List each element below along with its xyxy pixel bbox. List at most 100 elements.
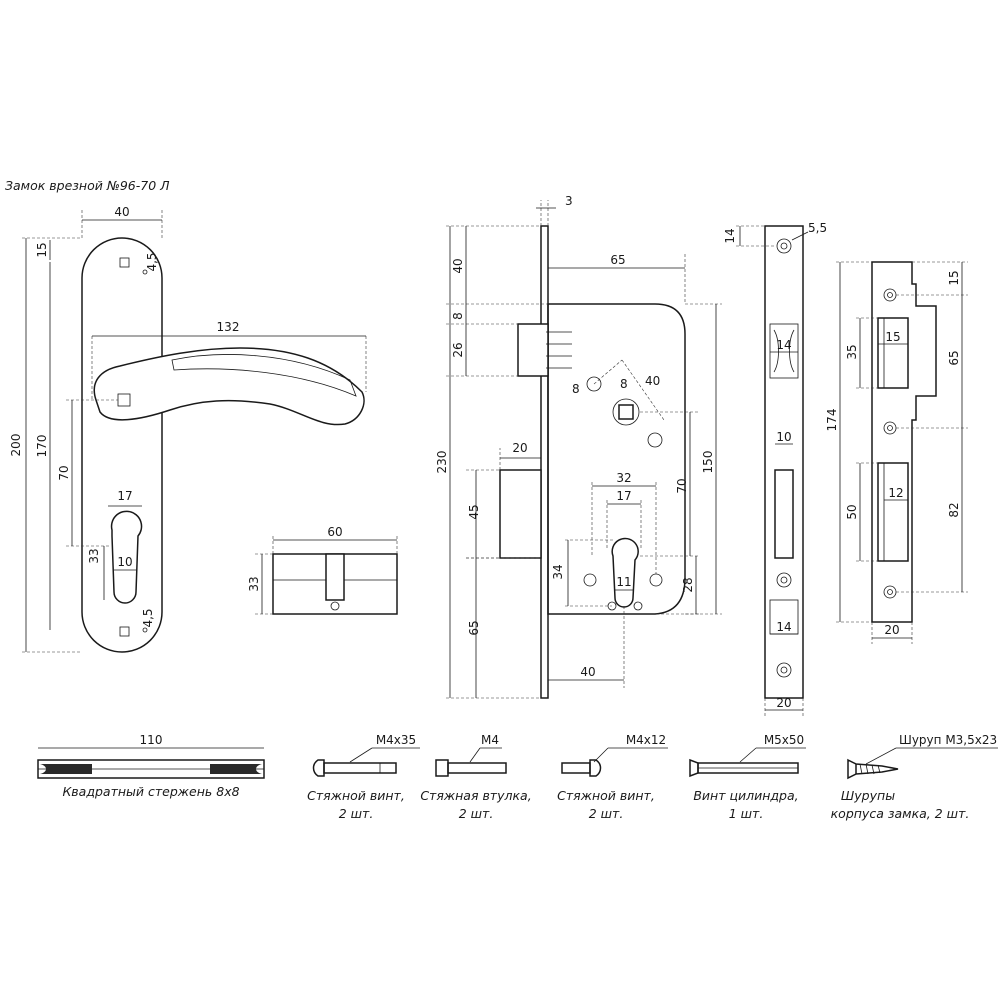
- lock-bolt-45: 45: [467, 504, 481, 519]
- spindle-hub: [612, 398, 640, 426]
- fix-hole-right: [649, 573, 663, 587]
- lock-hole-8-b: 8: [620, 377, 628, 391]
- dead-bolt: [499, 469, 542, 559]
- bushing-m4-head: [435, 759, 449, 777]
- accessory-cylinder-screw: M5x50 Винт цилиндра, 1 шт.: [689, 733, 806, 821]
- spindle-label: Квадратный стержень 8х8: [62, 784, 239, 799]
- strike-bolt-window: [877, 462, 909, 562]
- accessory-bushing-m4: M4 Стяжная втулка, 2 шт.: [420, 733, 531, 821]
- lock-bolt-20: 20: [512, 441, 527, 455]
- handle-dim-17: 17: [117, 489, 132, 503]
- strike-dim-12: 12: [888, 486, 903, 500]
- accessory-spindle: 110 Квадратный стержень 8х8: [37, 733, 265, 799]
- spindle-dim-110: 110: [140, 733, 163, 747]
- handle-dim-33: 33: [87, 548, 101, 563]
- key-hole: [110, 510, 143, 604]
- screw-m4x12-head: [589, 759, 602, 777]
- accessory-screw-m4x35: M4x35 Стяжной винт, 2 шт.: [307, 733, 420, 821]
- strike-dim-65: 65: [947, 350, 961, 365]
- bushing-m4-label-1: Стяжная втулка,: [420, 788, 531, 803]
- lock-front-plate: 14 5,5 14 10 14 20: [723, 221, 827, 716]
- lock-dim-150: 150: [701, 451, 715, 474]
- screw-m4x12-label-2: 2 шт.: [589, 806, 624, 821]
- cylinder-screw-label-1: Винт цилиндра,: [693, 788, 798, 803]
- bushing-m4-label-2: 2 шт.: [459, 806, 494, 821]
- cylinder-height-33: 33: [247, 576, 261, 591]
- front-plate-dim-14-low: 14: [776, 620, 791, 634]
- cylinder-screw-head: [689, 758, 699, 778]
- strike-plate: 15 174 35 15 65 50 12 82 20: [825, 261, 968, 644]
- accessory-wood-screws: Шуруп M3,5x23 Шурупы корпуса замка, 2 шт…: [831, 733, 998, 821]
- lock-case: [547, 303, 686, 615]
- lock-dim-28: 28: [681, 577, 695, 592]
- front-plate-mid-hole: [776, 572, 792, 588]
- cylinder-length-60: 60: [327, 525, 342, 539]
- spindle-square: [618, 404, 634, 420]
- screw-m4x35-label-2: 2 шт.: [339, 806, 374, 821]
- strike-dim-15-top: 15: [947, 270, 961, 285]
- front-plate-latch-window: [769, 323, 799, 379]
- wood-screw-label-1: Шурупы: [841, 788, 895, 803]
- lock-backset-65: 65: [610, 253, 625, 267]
- lever-handle: [93, 347, 365, 426]
- top-screw-mark: [119, 257, 130, 268]
- handle-length-132: 132: [217, 320, 240, 334]
- escutcheon-plate: [81, 237, 163, 653]
- accessory-screw-m4x12: M4x12 Стяжной винт, 2 шт.: [557, 733, 668, 821]
- lock-dim-34: 34: [551, 564, 565, 579]
- lock-cylinder: 60 33: [247, 525, 398, 615]
- lock-dim-40-bottom: 40: [580, 665, 595, 679]
- lock-faceplate: [540, 225, 549, 699]
- latch-bolt: [517, 323, 549, 377]
- fix-hole-bottom-right: [633, 601, 643, 611]
- lock-dim-3: 3: [565, 194, 573, 208]
- hole-40-right: [647, 432, 663, 448]
- wood-screw-dim: Шуруп M3,5x23: [899, 733, 997, 747]
- strike-width-20: 20: [884, 623, 899, 637]
- screw-m4x12-label-1: Стяжной винт,: [557, 788, 655, 803]
- front-plate-outline: [764, 225, 804, 699]
- bottom-screw-mark: [119, 626, 130, 637]
- cylinder-opening: [611, 537, 639, 608]
- cylinder-screw-hole: [330, 601, 340, 611]
- handle-width-40: 40: [114, 205, 129, 219]
- front-plate-bottom-hole: [776, 662, 792, 678]
- cylinder-screw-dim: M5x50: [764, 733, 804, 747]
- cylinder-screw-label-2: 1 шт.: [729, 806, 764, 821]
- handle-dim-4-5-bottom: 4,5: [141, 608, 155, 627]
- cylinder-cam: [325, 553, 345, 601]
- strike-plate-outline: [871, 261, 937, 623]
- handle-assembly: 40 15 4,5 132 200 170 70 17 33 10 4,5: [9, 205, 367, 653]
- strike-dim-50: 50: [845, 504, 859, 519]
- lock-dim-40-angle: 40: [645, 374, 660, 388]
- front-plate-width-20: 20: [776, 696, 791, 710]
- handle-dim-70: 70: [57, 465, 71, 480]
- lock-dim-32: 32: [616, 471, 631, 485]
- strike-dim-82: 82: [947, 502, 961, 517]
- lock-height-230: 230: [435, 451, 449, 474]
- strike-top-hole: [883, 288, 897, 302]
- front-plate-bolt-window: [774, 469, 794, 559]
- lever-inlay: [171, 354, 357, 397]
- lock-dim-70: 70: [675, 478, 689, 493]
- front-plate-dim-10: 10: [776, 430, 791, 444]
- bottom-fix-hole: [142, 627, 148, 633]
- strike-latch-window: [877, 317, 909, 389]
- strike-mid-hole: [883, 421, 897, 435]
- handle-dim-170: 170: [35, 435, 49, 458]
- lock-dim-65-bottom: 65: [467, 620, 481, 635]
- screw-m4x35-label-1: Стяжной винт,: [307, 788, 405, 803]
- handle-dim-10: 10: [117, 555, 132, 569]
- handle-height-200: 200: [9, 434, 23, 457]
- lock-dim-40: 40: [451, 258, 465, 273]
- drawing-title: Замок врезной №96-70 Л: [5, 178, 170, 193]
- lock-dim-8-left: 8: [451, 312, 465, 320]
- lock-hole-8-a: 8: [572, 382, 580, 396]
- screw-m4x12-dim: M4x12: [626, 733, 666, 747]
- lock-dim-26: 26: [451, 342, 465, 357]
- screw-m4x35-dim: M4x35: [376, 733, 416, 747]
- bushing-m4-sleeve: [447, 762, 507, 774]
- screw-m4x35-shank: [323, 762, 397, 774]
- screw-m4x12-shank: [561, 762, 591, 774]
